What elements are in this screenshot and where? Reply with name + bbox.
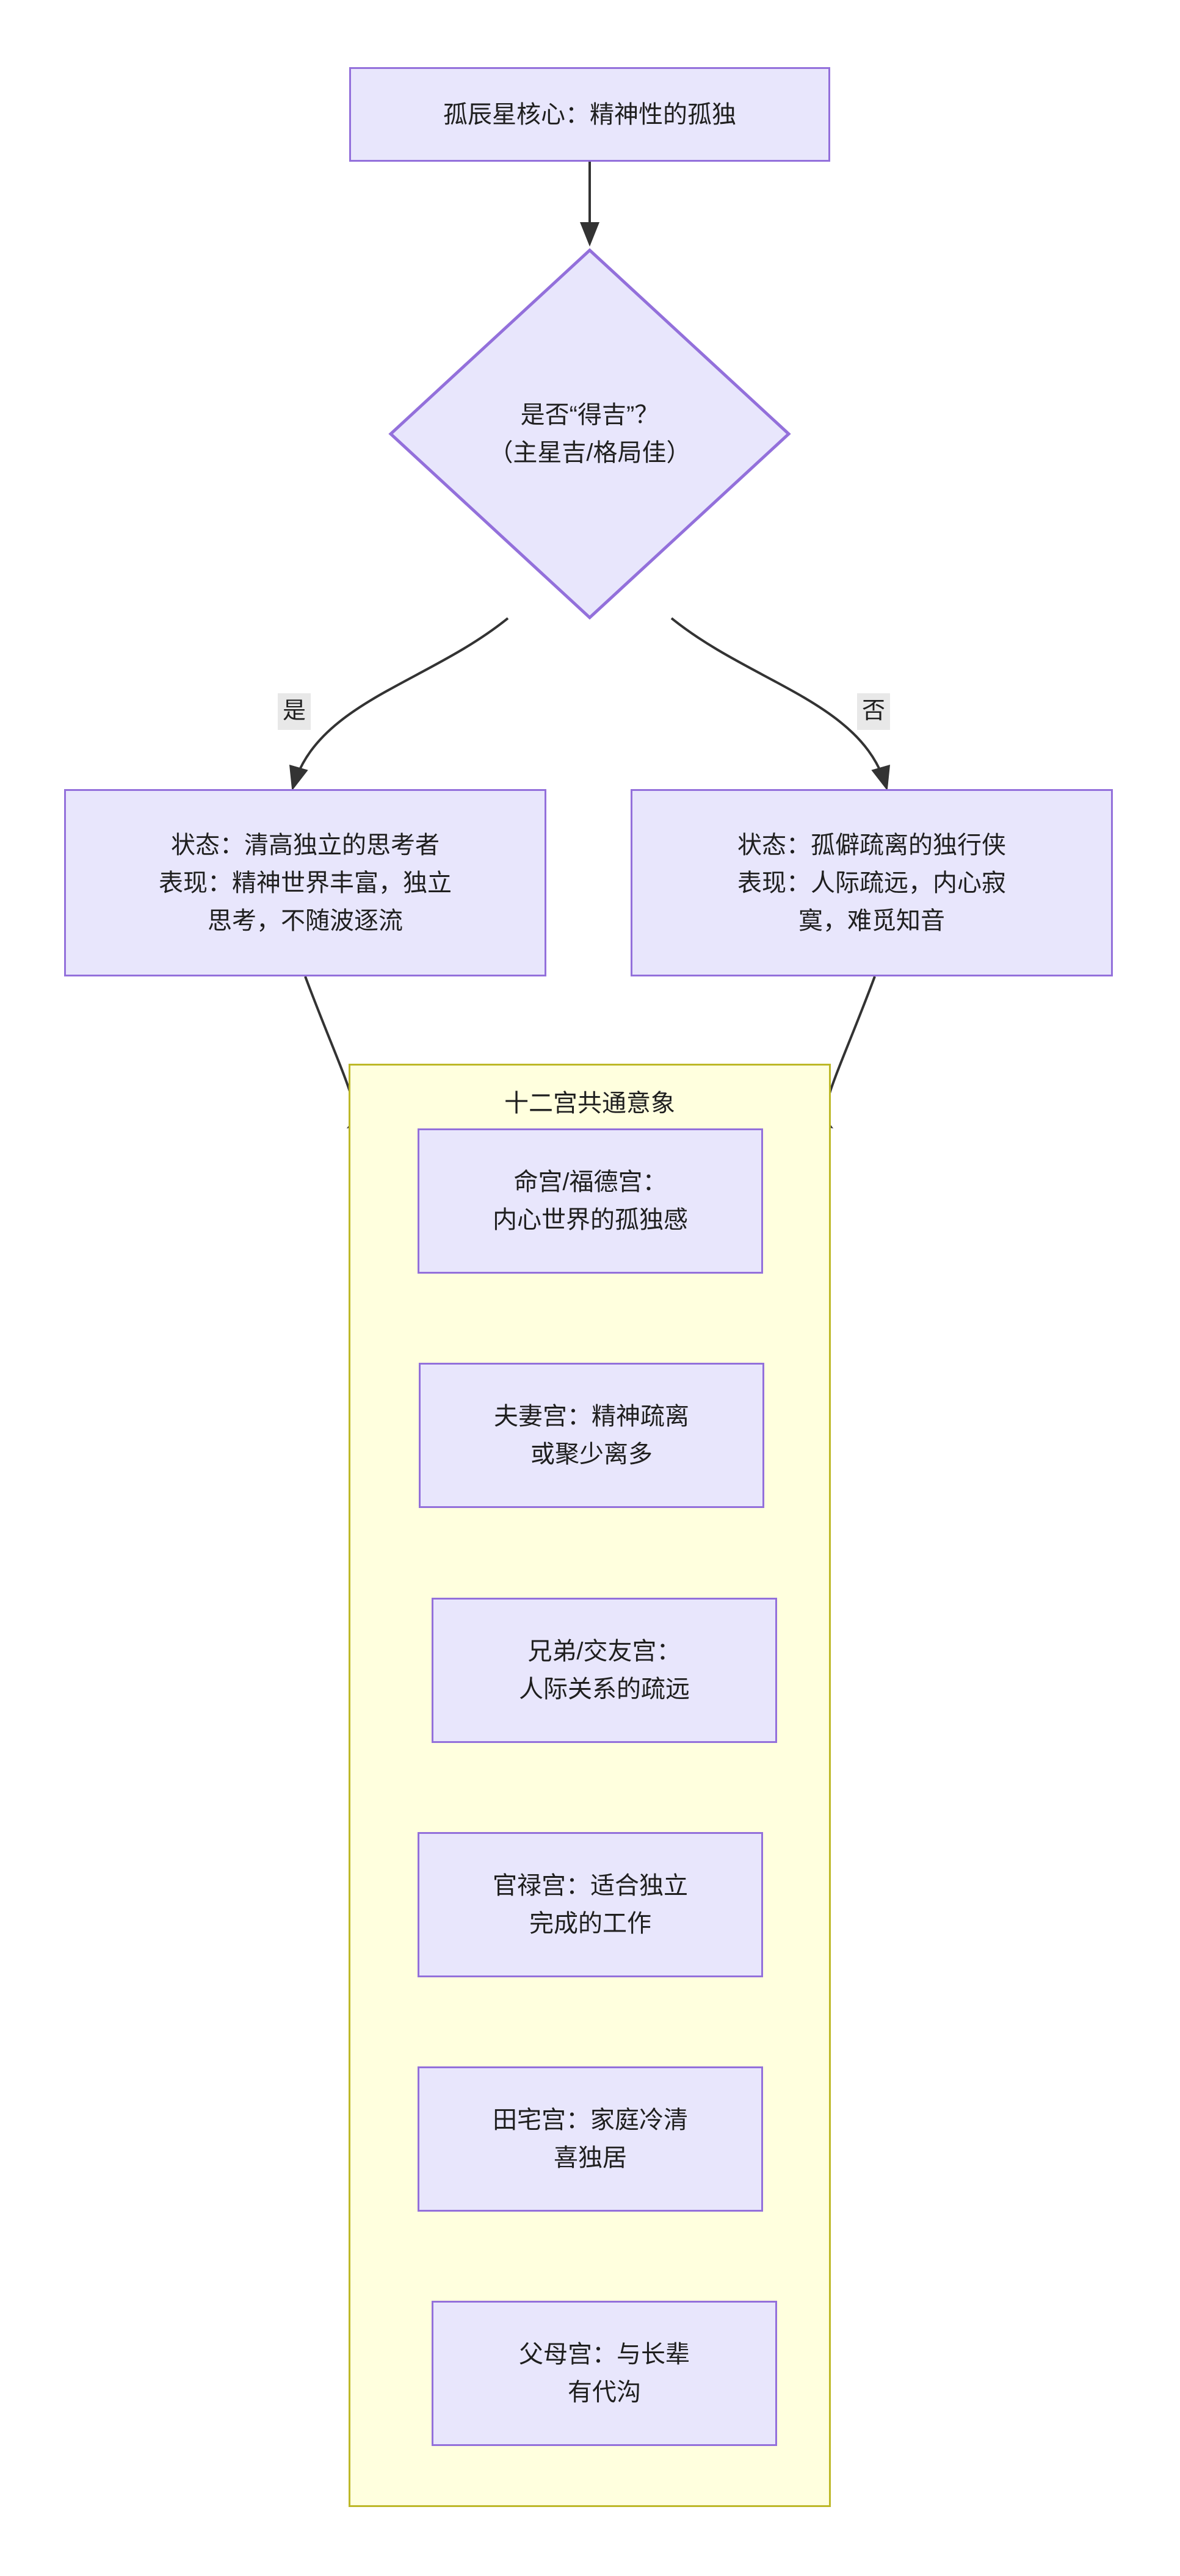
palace-fumu-label: 父母宫：与长辈 有代沟 <box>519 2341 690 2406</box>
state-auspicious-node[interactable]: 状态：清高独立的思考者 表现：精神世界丰富，独立 思考，不随波逐流 <box>64 789 546 976</box>
palace-xiongdi-jiaoyou-label: 兄弟/交友宫： 人际关系的疏远 <box>519 1638 690 1703</box>
edge-state-auspicious-to-group <box>304 976 373 1129</box>
edge-label-no: 否 <box>857 693 891 730</box>
edge-decision-to-state-auspicious <box>289 617 509 791</box>
palace-fumu-node[interactable]: 父母宫：与长辈 有代沟 <box>432 2301 777 2446</box>
palace-ming-fude-label: 命宫/福德宫： 内心世界的孤独感 <box>493 1169 688 1233</box>
root-node-label: 孤辰星核心：精神性的孤独 <box>443 101 736 128</box>
palace-guanlu-node[interactable]: 官禄宫：适合独立 完成的工作 <box>418 1832 763 1977</box>
twelve-palaces-group-title-text: 十二宫共通意象 <box>504 1090 675 1117</box>
twelve-palaces-group <box>349 1064 831 2507</box>
palace-fuqi-node[interactable]: 夫妻宫：精神疏离 或聚少离多 <box>419 1363 764 1508</box>
edge-label-no-text: 否 <box>862 698 886 724</box>
state-inauspicious-node[interactable]: 状态：孤僻疏离的独行侠 表现：人际疏远，内心寂 寞，难觅知音 <box>631 789 1113 976</box>
edge-state-inauspicious-to-group <box>807 976 876 1129</box>
twelve-palaces-group-title: 十二宫共通意象 <box>349 1083 831 1119</box>
decision-node-label: 是否“得吉”？ （主星吉/格局佳） <box>488 402 691 466</box>
palace-fuqi-label: 夫妻宫：精神疏离 或聚少离多 <box>494 1403 689 1468</box>
palace-tianzhai-node[interactable]: 田宅宫：家庭冷清 喜独居 <box>418 2066 763 2212</box>
palace-guanlu-label: 官禄宫：适合独立 完成的工作 <box>493 1872 688 1937</box>
palace-tianzhai-label: 田宅宫：家庭冷清 喜独居 <box>493 2107 688 2171</box>
palace-ming-fude-node[interactable]: 命宫/福德宫： 内心世界的孤独感 <box>418 1128 763 1274</box>
state-auspicious-label: 状态：清高独立的思考者 表现：精神世界丰富，独立 思考，不随波逐流 <box>159 831 452 934</box>
decision-node[interactable]: 是否“得吉”？ （主星吉/格局佳） <box>388 248 791 620</box>
edge-label-yes-text: 是 <box>283 698 306 724</box>
palace-xiongdi-jiaoyou-node[interactable]: 兄弟/交友宫： 人际关系的疏远 <box>432 1598 777 1743</box>
root-node[interactable]: 孤辰星核心：精神性的孤独 <box>349 67 830 162</box>
edge-label-yes: 是 <box>278 693 311 730</box>
decision-diamond-shape <box>388 248 791 620</box>
state-inauspicious-label: 状态：孤僻疏离的独行侠 表现：人际疏远，内心寂 寞，难觅知音 <box>737 831 1006 934</box>
edge-decision-to-state-inauspicious <box>670 617 891 791</box>
